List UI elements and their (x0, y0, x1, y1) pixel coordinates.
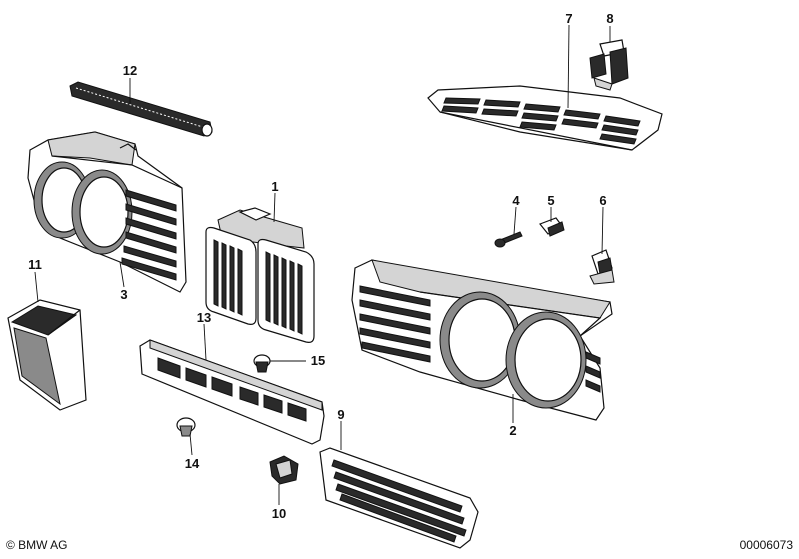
diagram-number: 00006073 (739, 538, 793, 552)
callout-4: 4 (512, 193, 520, 208)
part-clip-8 (589, 39, 629, 91)
part-clip-10 (269, 455, 299, 485)
part-kidney-grille (205, 207, 315, 343)
part-screw-4 (494, 231, 523, 248)
part-left-headlight-surround (27, 131, 187, 293)
callout-5: 5 (547, 193, 554, 208)
leader-lines (34, 24, 611, 505)
callout-8: 8 (606, 11, 613, 26)
part-nut-5 (539, 217, 565, 237)
callout-13: 13 (197, 310, 211, 325)
copyright-text: © BMW AG (6, 538, 68, 552)
part-seal-strip (69, 81, 213, 137)
callout-12: 12 (123, 63, 137, 78)
callout-15: 15 (311, 353, 325, 368)
part-upper-panel (427, 85, 663, 151)
part-rivet-14 (176, 417, 196, 437)
callout-7: 7 (565, 11, 572, 26)
callout-6: 6 (599, 193, 606, 208)
callout-11: 11 (28, 257, 42, 272)
callout-1: 1 (271, 179, 278, 194)
callout-14: 14 (185, 456, 200, 471)
part-side-grille (319, 447, 479, 549)
callout-3: 3 (120, 287, 127, 302)
callout-2: 2 (509, 423, 516, 438)
part-lower-grille (139, 339, 325, 445)
callout-9: 9 (337, 407, 344, 422)
part-right-headlight-surround (351, 259, 613, 421)
part-clip-6 (589, 249, 615, 285)
part-clip-15 (253, 354, 271, 373)
callout-10: 10 (272, 506, 286, 521)
part-air-duct (7, 299, 87, 411)
